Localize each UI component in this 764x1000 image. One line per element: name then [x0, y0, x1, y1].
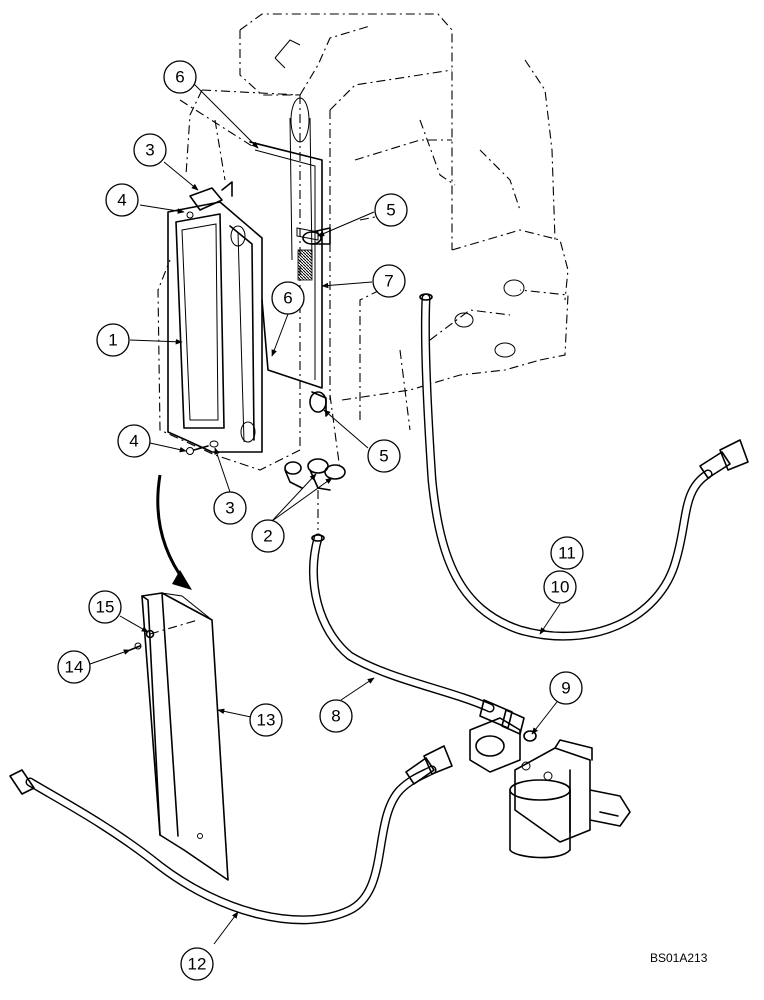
callout-2: 2: [251, 519, 285, 553]
callout-4-lower: 4: [117, 424, 151, 458]
callout-9: 9: [549, 671, 583, 705]
svg-text:8: 8: [331, 707, 340, 726]
reference-code: BS01A213: [650, 951, 708, 965]
svg-text:5: 5: [379, 447, 388, 466]
svg-text:1: 1: [108, 331, 117, 350]
oil-cooler: [167, 181, 263, 453]
callout-6-lower: 6: [271, 281, 305, 315]
callout-7: 7: [372, 264, 406, 298]
svg-text:3: 3: [225, 499, 234, 518]
callout-10: 10: [543, 570, 577, 604]
cover-panel: [129, 592, 229, 881]
cooler-mounting-panel: [249, 141, 323, 389]
callout-13: 13: [249, 703, 283, 737]
removal-arrow-head: [172, 570, 192, 590]
hose-8: [308, 533, 525, 735]
svg-text:14: 14: [65, 658, 84, 677]
svg-text:10: 10: [551, 578, 570, 597]
machine-frame: [157, 13, 569, 471]
svg-text:13: 13: [257, 711, 276, 730]
svg-text:4: 4: [129, 432, 138, 451]
svg-text:2: 2: [263, 527, 272, 546]
filter-valve-assembly: [469, 717, 631, 859]
callout-4-top: 4: [105, 183, 139, 217]
callout-3-top: 3: [133, 133, 167, 167]
hose-10-11: [419, 293, 749, 641]
svg-text:5: 5: [386, 201, 395, 220]
svg-text:7: 7: [384, 272, 393, 291]
hose-12: [9, 745, 453, 925]
svg-text:6: 6: [283, 289, 292, 308]
callout-6-top: 6: [163, 60, 197, 94]
svg-text:9: 9: [561, 679, 570, 698]
callout-5-lower: 5: [367, 439, 401, 473]
svg-text:4: 4: [117, 191, 126, 210]
callout-12: 12: [180, 947, 214, 981]
leader-lines: [89, 83, 561, 945]
callout-15: 15: [88, 590, 122, 624]
callout-8: 8: [319, 699, 353, 733]
callout-11: 11: [550, 536, 584, 570]
callout-14: 14: [57, 650, 91, 684]
callout-3-lower: 3: [213, 491, 247, 525]
svg-text:15: 15: [96, 598, 115, 617]
callout-1: 1: [96, 323, 130, 357]
svg-text:6: 6: [175, 68, 184, 87]
removal-arrow: [156, 474, 187, 583]
svg-text:3: 3: [145, 141, 154, 160]
callout-5-top: 5: [374, 193, 408, 227]
svg-text:12: 12: [188, 955, 207, 974]
svg-text:11: 11: [558, 544, 576, 563]
